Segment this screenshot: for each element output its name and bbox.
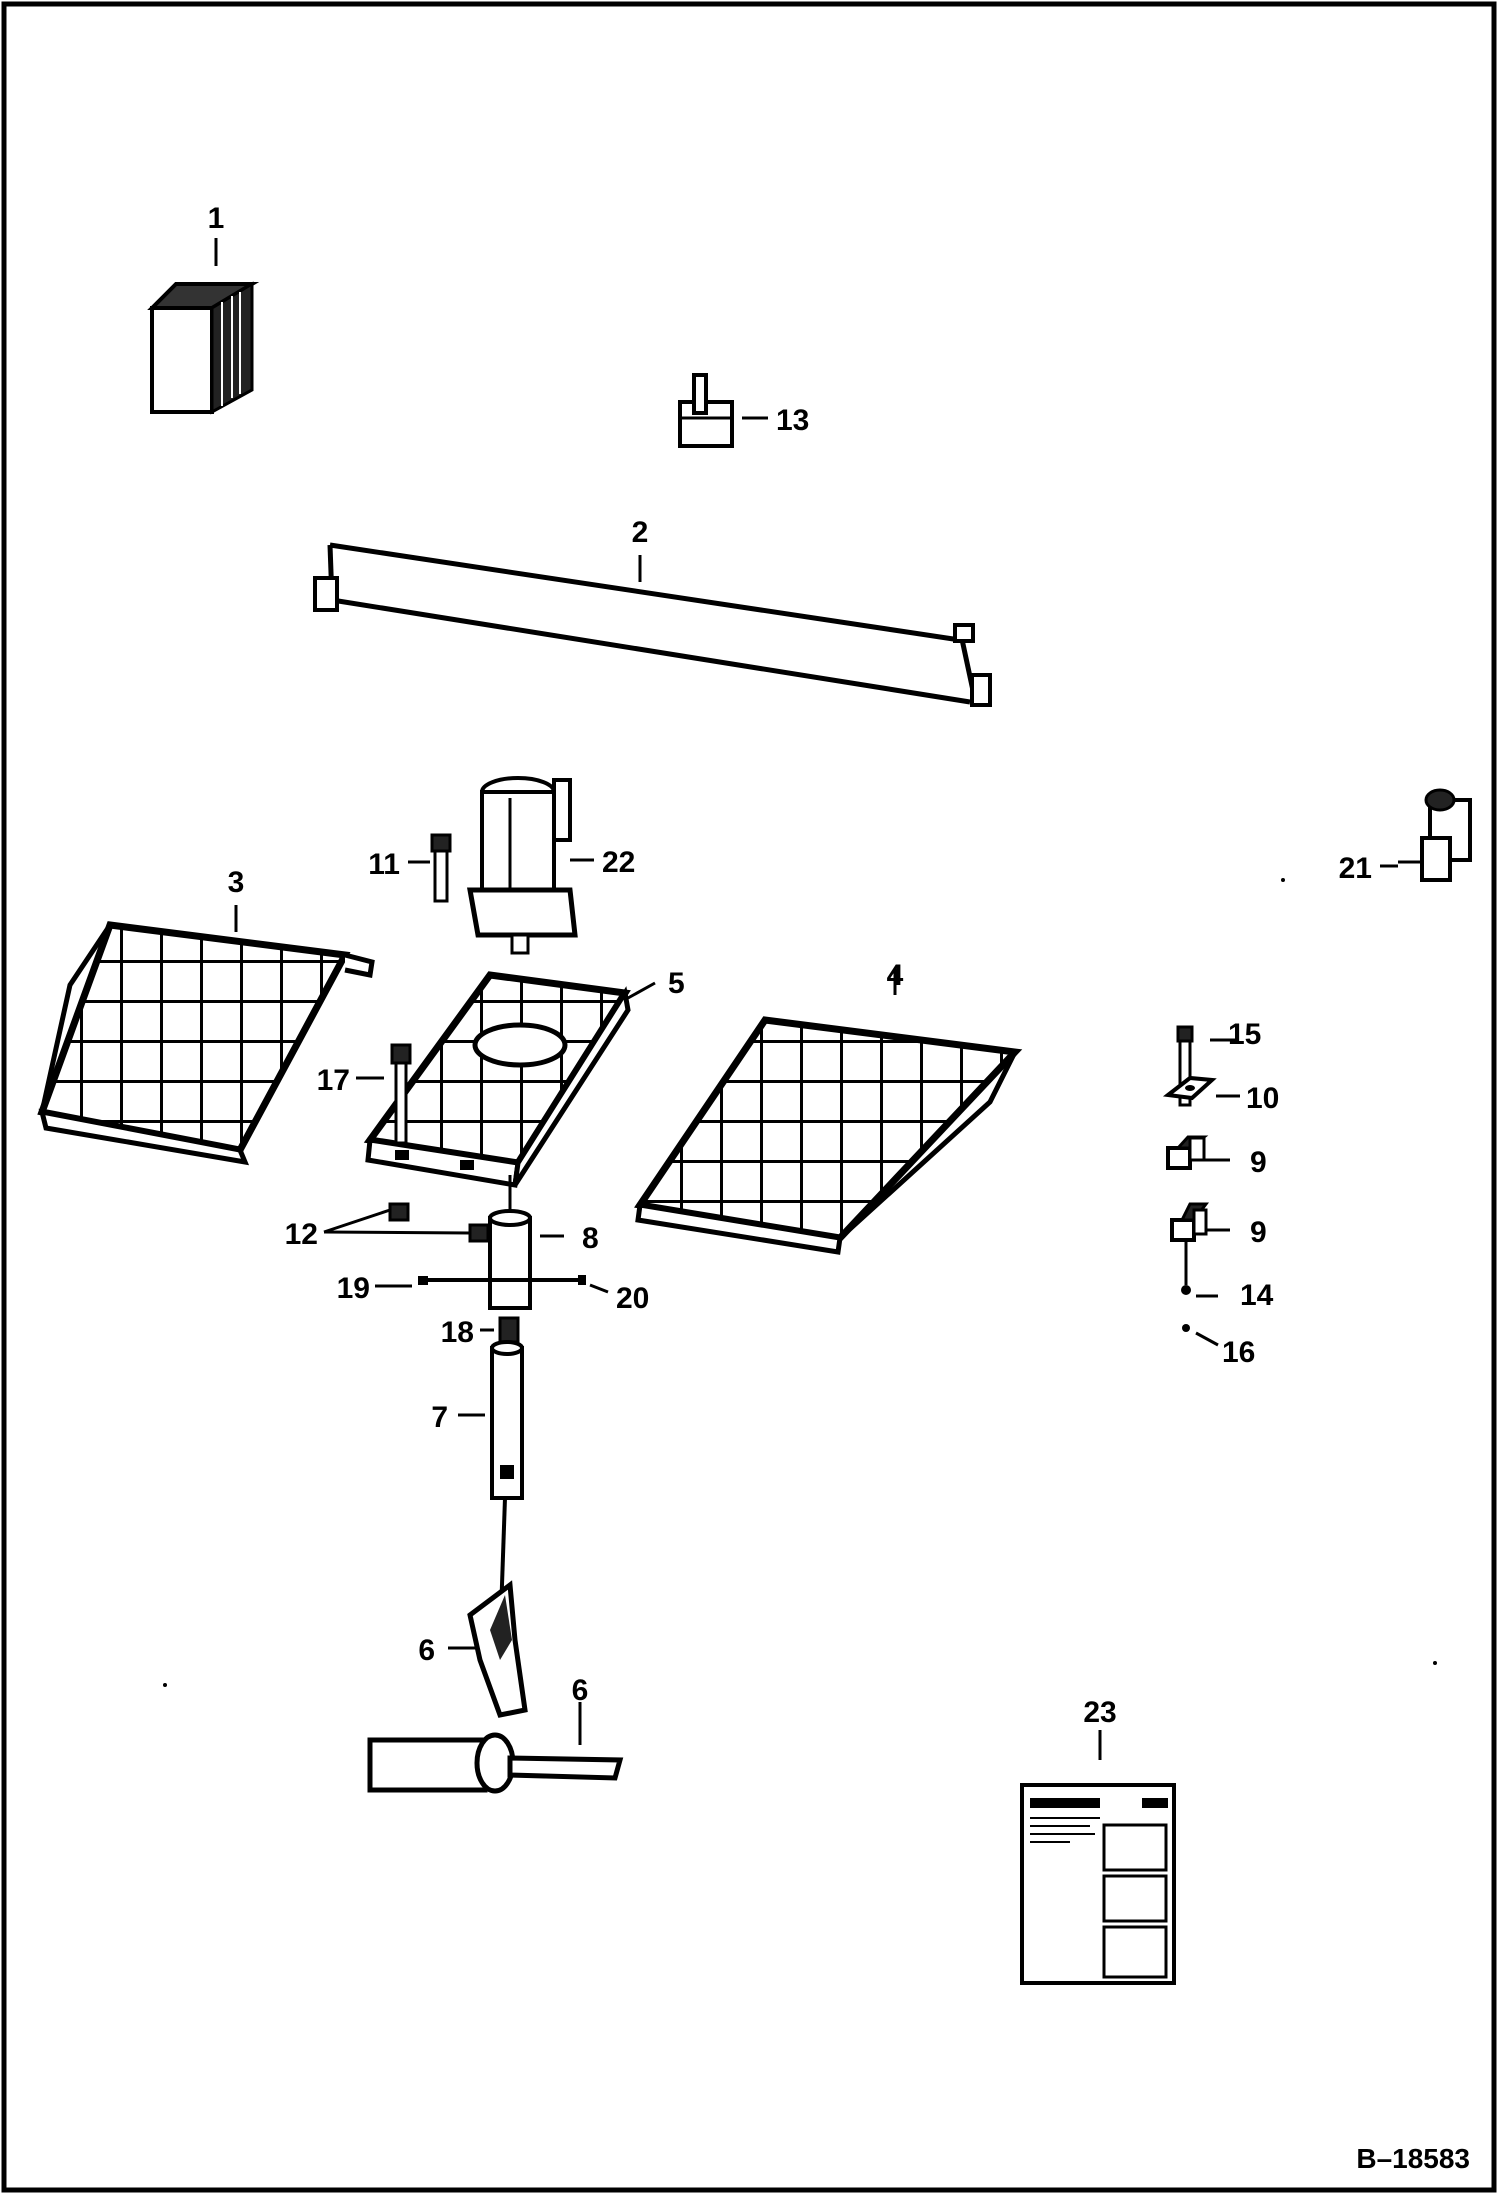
- callout-20: 20: [616, 1282, 649, 1315]
- callout-5: 5: [668, 967, 685, 1000]
- callout-1: 1: [208, 202, 225, 235]
- callout-6a: 6: [418, 1634, 435, 1667]
- part-3-grate: [37, 921, 375, 1166]
- part-21-valve: [1398, 788, 1472, 882]
- part-6-blades: [367, 1580, 624, 1794]
- callout-2: 2: [632, 516, 649, 549]
- part-4-grate: [634, 1016, 1023, 1255]
- part-17-bolt: [390, 1043, 412, 1145]
- shaft-assembly: [418, 1175, 586, 1701]
- callout-23: 23: [1083, 1696, 1116, 1729]
- callout-19: 19: [337, 1272, 370, 1305]
- callout-17: 17: [317, 1064, 350, 1097]
- callout-4: 4: [887, 959, 904, 992]
- part-23-instruction-sheet: [1020, 1783, 1176, 1985]
- hardware-10: [1162, 1075, 1217, 1101]
- callout-7: 7: [431, 1401, 448, 1434]
- callout-13: 13: [776, 404, 809, 437]
- scan-specks: [163, 878, 1437, 1687]
- callout-11: 11: [368, 848, 400, 881]
- part-5-center-plate: [363, 971, 631, 1188]
- callout-6b: 6: [572, 1674, 589, 1707]
- hardware-15: [1176, 1025, 1194, 1107]
- callout-12: 12: [285, 1218, 318, 1251]
- part-11-bolt: [430, 833, 452, 903]
- hardware-9-upper: [1166, 1135, 1209, 1170]
- callout-16: 16: [1222, 1336, 1255, 1369]
- callout-21: 21: [1339, 852, 1372, 885]
- hardware-9-lower: [1170, 1202, 1209, 1242]
- hardware-14: [1181, 1240, 1191, 1295]
- callout-8: 8: [582, 1222, 599, 1255]
- part-13-switch: [678, 373, 734, 448]
- callout-18: 18: [441, 1316, 474, 1349]
- callout-10: 10: [1246, 1082, 1279, 1115]
- callout-9b: 9: [1250, 1216, 1267, 1249]
- part-2-bar: [313, 542, 992, 707]
- callout-9a: 9: [1250, 1146, 1267, 1179]
- part-12-nuts: [388, 1202, 490, 1243]
- part-22-motor: [467, 776, 578, 955]
- figure-id: B–18583: [1356, 2143, 1470, 2174]
- callout-labels: 1 2 3 4 5 6 6 7 8 9 9 10 11 12 13 14 15 …: [208, 202, 1372, 1729]
- callout-22: 22: [602, 846, 635, 879]
- callout-14: 14: [1240, 1279, 1274, 1312]
- callout-15: 15: [1228, 1018, 1261, 1051]
- callout-3: 3: [228, 866, 245, 899]
- part-1-box: [147, 281, 260, 415]
- leader-lines: [214, 238, 1398, 1760]
- hardware-16: [1182, 1324, 1190, 1332]
